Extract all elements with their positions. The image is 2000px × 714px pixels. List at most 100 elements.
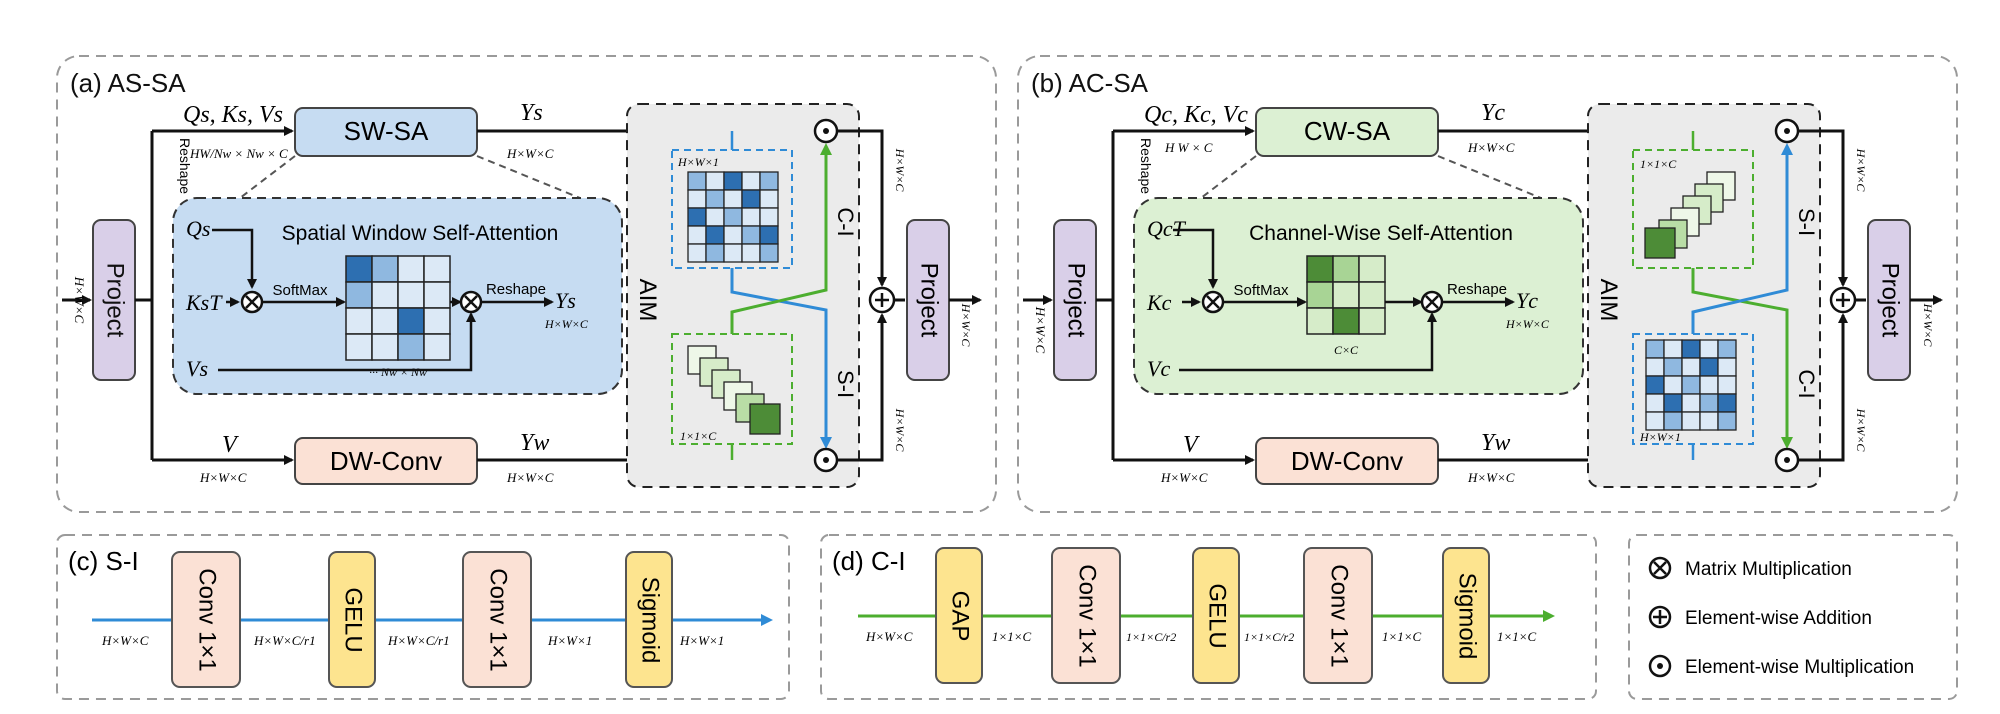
ci-panel: (d) C-I GAP Conv 1×1 GELU Conv 1×1 Sigmo…: [820, 534, 1597, 700]
si-title: (c) S-I: [68, 546, 139, 576]
as-sa-channel-stack: [687, 345, 781, 435]
legend-matrix: Matrix Multiplication: [1685, 559, 1852, 580]
as-sa-qkv: Qs, Ks, Vs: [183, 102, 283, 128]
ci-frame: [820, 534, 1597, 700]
ac-sa-si-label: S-I: [1794, 208, 1819, 236]
ci-block-conv1-label: Conv 1×1: [1074, 564, 1101, 667]
ac-sa-v-dim: H×W×C: [1160, 470, 1208, 485]
si-block-gelu: [328, 551, 376, 688]
ac-sa-yw: Yw: [1481, 430, 1510, 456]
as-sa-right-bot-dim: H×W×C: [893, 408, 907, 453]
cw-reshape: Reshape: [1447, 281, 1507, 298]
sw-reshape: Reshape: [486, 281, 546, 298]
ac-sa-aim-label: AIM: [1595, 279, 1622, 322]
ac-sa-reshape-dim: H W × C: [1164, 140, 1213, 155]
cw-k: Kc: [1146, 290, 1172, 315]
as-sa-panel: (a) AS-SA Project H×W×C Qs, Ks, Vs HW/Nw…: [56, 55, 997, 513]
as-sa-ch-dim: 1×1×C: [680, 429, 717, 443]
si-dim-3: H×W×1: [547, 633, 592, 648]
sw-k: KsT: [185, 290, 223, 315]
cw-out: Yc: [1516, 288, 1538, 313]
ci-block-gelu: [1192, 547, 1240, 684]
ac-sa-yw-dim: H×W×C: [1467, 470, 1515, 485]
ci-dim-1: 1×1×C: [992, 629, 1032, 644]
as-sa-yw-dim: H×W×C: [506, 470, 554, 485]
ac-sa-ci-label: C-I: [1794, 369, 1819, 398]
cw-softmax: SoftMax: [1233, 282, 1289, 299]
cw-matrix-dim: C×C: [1334, 343, 1359, 357]
sw-sa-label: SW-SA: [344, 116, 429, 146]
as-sa-v: V: [222, 432, 239, 458]
ci-block-gap: [935, 547, 983, 684]
si-dim-0: H×W×C: [101, 633, 149, 648]
as-sa-ys-dim: H×W×C: [506, 146, 554, 161]
ac-sa-right-bot-dim: H×W×C: [1854, 408, 1868, 453]
si-dim-2: H×W×C/r1: [387, 633, 450, 648]
ci-dim-4: 1×1×C: [1382, 629, 1422, 644]
cw-out-dim: H×W×C: [1505, 317, 1550, 331]
sw-matrix-dim: ··· Nw × Nw: [369, 365, 427, 379]
ac-sa-right-top-dim: H×W×C: [1854, 148, 1868, 193]
as-sa-si-label: S-I: [833, 370, 858, 398]
ac-sa-qkv: Qc, Kc, Vc: [1144, 102, 1248, 128]
cw-q: QcT: [1147, 216, 1187, 241]
ac-sa-yc-dim: H×W×C: [1467, 140, 1515, 155]
sw-out-dim: H×W×C: [544, 317, 589, 331]
ac-sa-spatial-grid: [1645, 339, 1737, 431]
ci-dim-5: 1×1×C: [1497, 629, 1537, 644]
si-frame: [56, 534, 790, 700]
si-block-sigmoid: [625, 551, 673, 688]
as-sa-project-left-label: Project: [102, 263, 129, 338]
as-sa-map-dim: H×W×1: [677, 155, 719, 169]
as-sa-aim-label: AIM: [634, 279, 661, 322]
cw-sa-label: CW-SA: [1304, 116, 1391, 146]
ci-dim-2: 1×1×C/r2: [1126, 630, 1176, 644]
ac-sa-project-right-label: Project: [1877, 263, 1904, 338]
ci-title: (d) C-I: [832, 546, 906, 576]
channel-wise-attention-title: Channel-Wise Self-Attention: [1249, 222, 1513, 245]
as-sa-ys: Ys: [520, 100, 543, 126]
as-sa-yw: Yw: [520, 430, 549, 456]
as-sa-output-dim: H×W×C: [959, 303, 973, 348]
si-block-conv2: [462, 551, 532, 688]
si-block-conv1-label: Conv 1×1: [194, 568, 221, 671]
as-sa-v-dim: H×W×C: [199, 470, 247, 485]
ci-dim-0: H×W×C: [865, 629, 913, 644]
si-block-gelu-label: GELU: [340, 587, 367, 652]
ac-sa-project-left-label: Project: [1063, 263, 1090, 338]
cw-v: Vc: [1147, 356, 1170, 381]
sw-v: Vs: [186, 356, 208, 381]
legend-frame: [1628, 534, 1958, 700]
ci-block-gelu-label: GELU: [1204, 583, 1231, 648]
ac-sa-channel-stack: [1644, 171, 1736, 259]
as-sa-frame: [56, 55, 997, 513]
as-sa-project-right-label: Project: [916, 263, 943, 338]
ci-block-gap-label: GAP: [947, 591, 974, 642]
ac-sa-input-dim: H×W×C: [1033, 306, 1048, 354]
ac-sa-output-dim: H×W×C: [1921, 303, 1935, 348]
si-dim-1: H×W×C/r1: [253, 633, 316, 648]
spatial-window-attention: Spatial Window Self-Attention Qs KsT Vs …: [172, 197, 623, 395]
sw-softmax: SoftMax: [272, 282, 328, 299]
legend-add: Element-wise Addition: [1685, 608, 1872, 629]
ac-sa-yc: Yc: [1481, 100, 1505, 126]
si-block-conv2-label: Conv 1×1: [485, 568, 512, 671]
legend: Matrix Multiplication Element-wise Addit…: [1628, 534, 1958, 700]
as-sa-title: (a) AS-SA: [70, 68, 186, 98]
ac-sa-map-dim: H×W×1: [1639, 430, 1681, 444]
ci-dim-3: 1×1×C/r2: [1244, 630, 1294, 644]
ac-sa-panel: (b) AC-SA Project H×W×C Qc, Kc, Vc H W ×…: [1017, 55, 1958, 513]
si-dim-4: H×W×1: [679, 633, 724, 648]
legend-mult: Element-wise Multiplication: [1685, 657, 1914, 678]
ac-sa-reshape-label: Reshape: [1138, 138, 1154, 194]
sw-out: Ys: [555, 288, 576, 313]
as-sa-reshape-dim: HW/Nw × Nw × C: [189, 146, 288, 161]
ac-sa-dwconv-label: DW-Conv: [1291, 446, 1403, 476]
si-block-conv1: [171, 551, 241, 688]
ci-block-sigmoid: [1442, 547, 1490, 684]
cw-attention-matrix: [1306, 255, 1386, 335]
sw-attention-matrix: [345, 255, 451, 361]
ac-sa-title: (b) AC-SA: [1031, 68, 1149, 98]
sw-q: Qs: [186, 216, 210, 241]
